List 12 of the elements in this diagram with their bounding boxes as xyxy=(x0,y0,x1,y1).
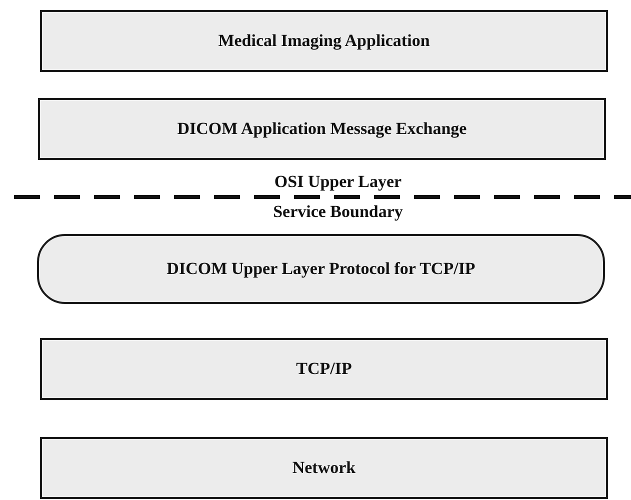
layer-box xyxy=(38,98,606,160)
boundary-label: OSI Upper Layer xyxy=(274,172,402,192)
boundary-label: Service Boundary xyxy=(273,202,403,222)
layer-label: DICOM Upper Layer Protocol for TCP/IP xyxy=(166,259,476,279)
layer-box xyxy=(40,338,608,400)
layer-label: DICOM Application Message Exchange xyxy=(177,119,467,139)
layer-box xyxy=(40,437,608,499)
layer-label: TCP/IP xyxy=(296,359,352,379)
layer-label: Medical Imaging Application xyxy=(218,31,430,51)
protocol-rounded-box xyxy=(37,234,605,304)
layer-box xyxy=(40,10,608,72)
layer-label: Network xyxy=(292,458,356,478)
